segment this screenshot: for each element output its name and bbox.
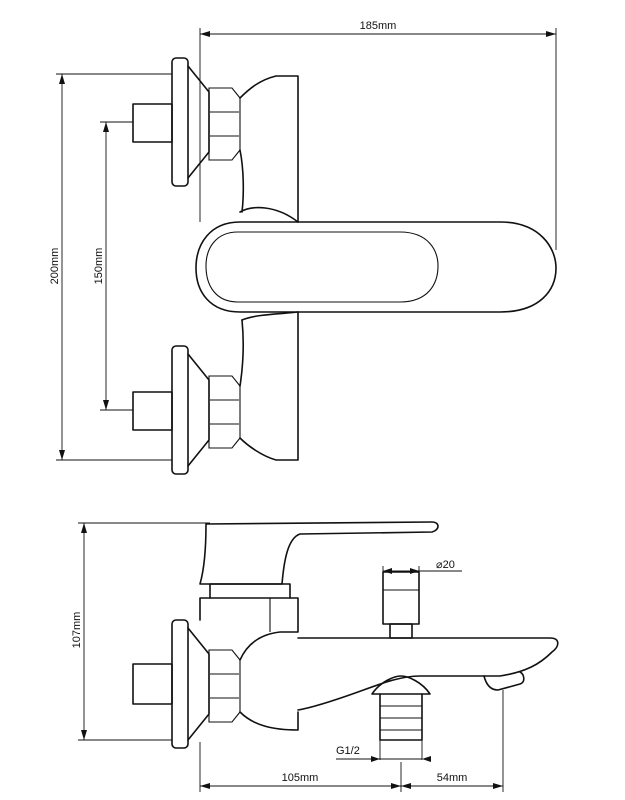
dimension-bottom: 105mm 54mm <box>199 690 504 792</box>
bottom-flange <box>132 345 241 475</box>
side-flange <box>132 619 241 749</box>
side-view: ⌀20 G1/2 107mm <box>71 521 559 792</box>
diameter-label: ⌀20 <box>436 559 455 571</box>
side-height-label: 107mm <box>71 612 83 649</box>
shower-outlet <box>371 675 431 741</box>
dimension-150: 150mm <box>93 121 133 411</box>
distance-54-label: 54mm <box>437 772 468 784</box>
side-body <box>199 583 299 731</box>
mixer-body <box>239 75 299 461</box>
front-view: 185mm 200mm 150mm <box>49 20 557 475</box>
dimension-185: 185mm <box>199 20 557 250</box>
spout <box>297 637 559 711</box>
thread-label: G1/2 <box>336 745 360 757</box>
dimension-thread: G1/2 <box>336 740 431 762</box>
diverter-knob <box>382 571 420 639</box>
dimension-dia20: ⌀20 <box>382 559 462 574</box>
height-label: 200mm <box>49 248 61 285</box>
side-lever <box>199 521 439 585</box>
top-flange <box>132 57 241 187</box>
dimension-107: 107mm <box>71 522 210 741</box>
width-label: 185mm <box>360 20 397 32</box>
dimension-200: 200mm <box>49 73 172 461</box>
distance-105-label: 105mm <box>282 772 319 784</box>
lever-handle <box>195 221 557 313</box>
spacing-label: 150mm <box>93 248 105 285</box>
